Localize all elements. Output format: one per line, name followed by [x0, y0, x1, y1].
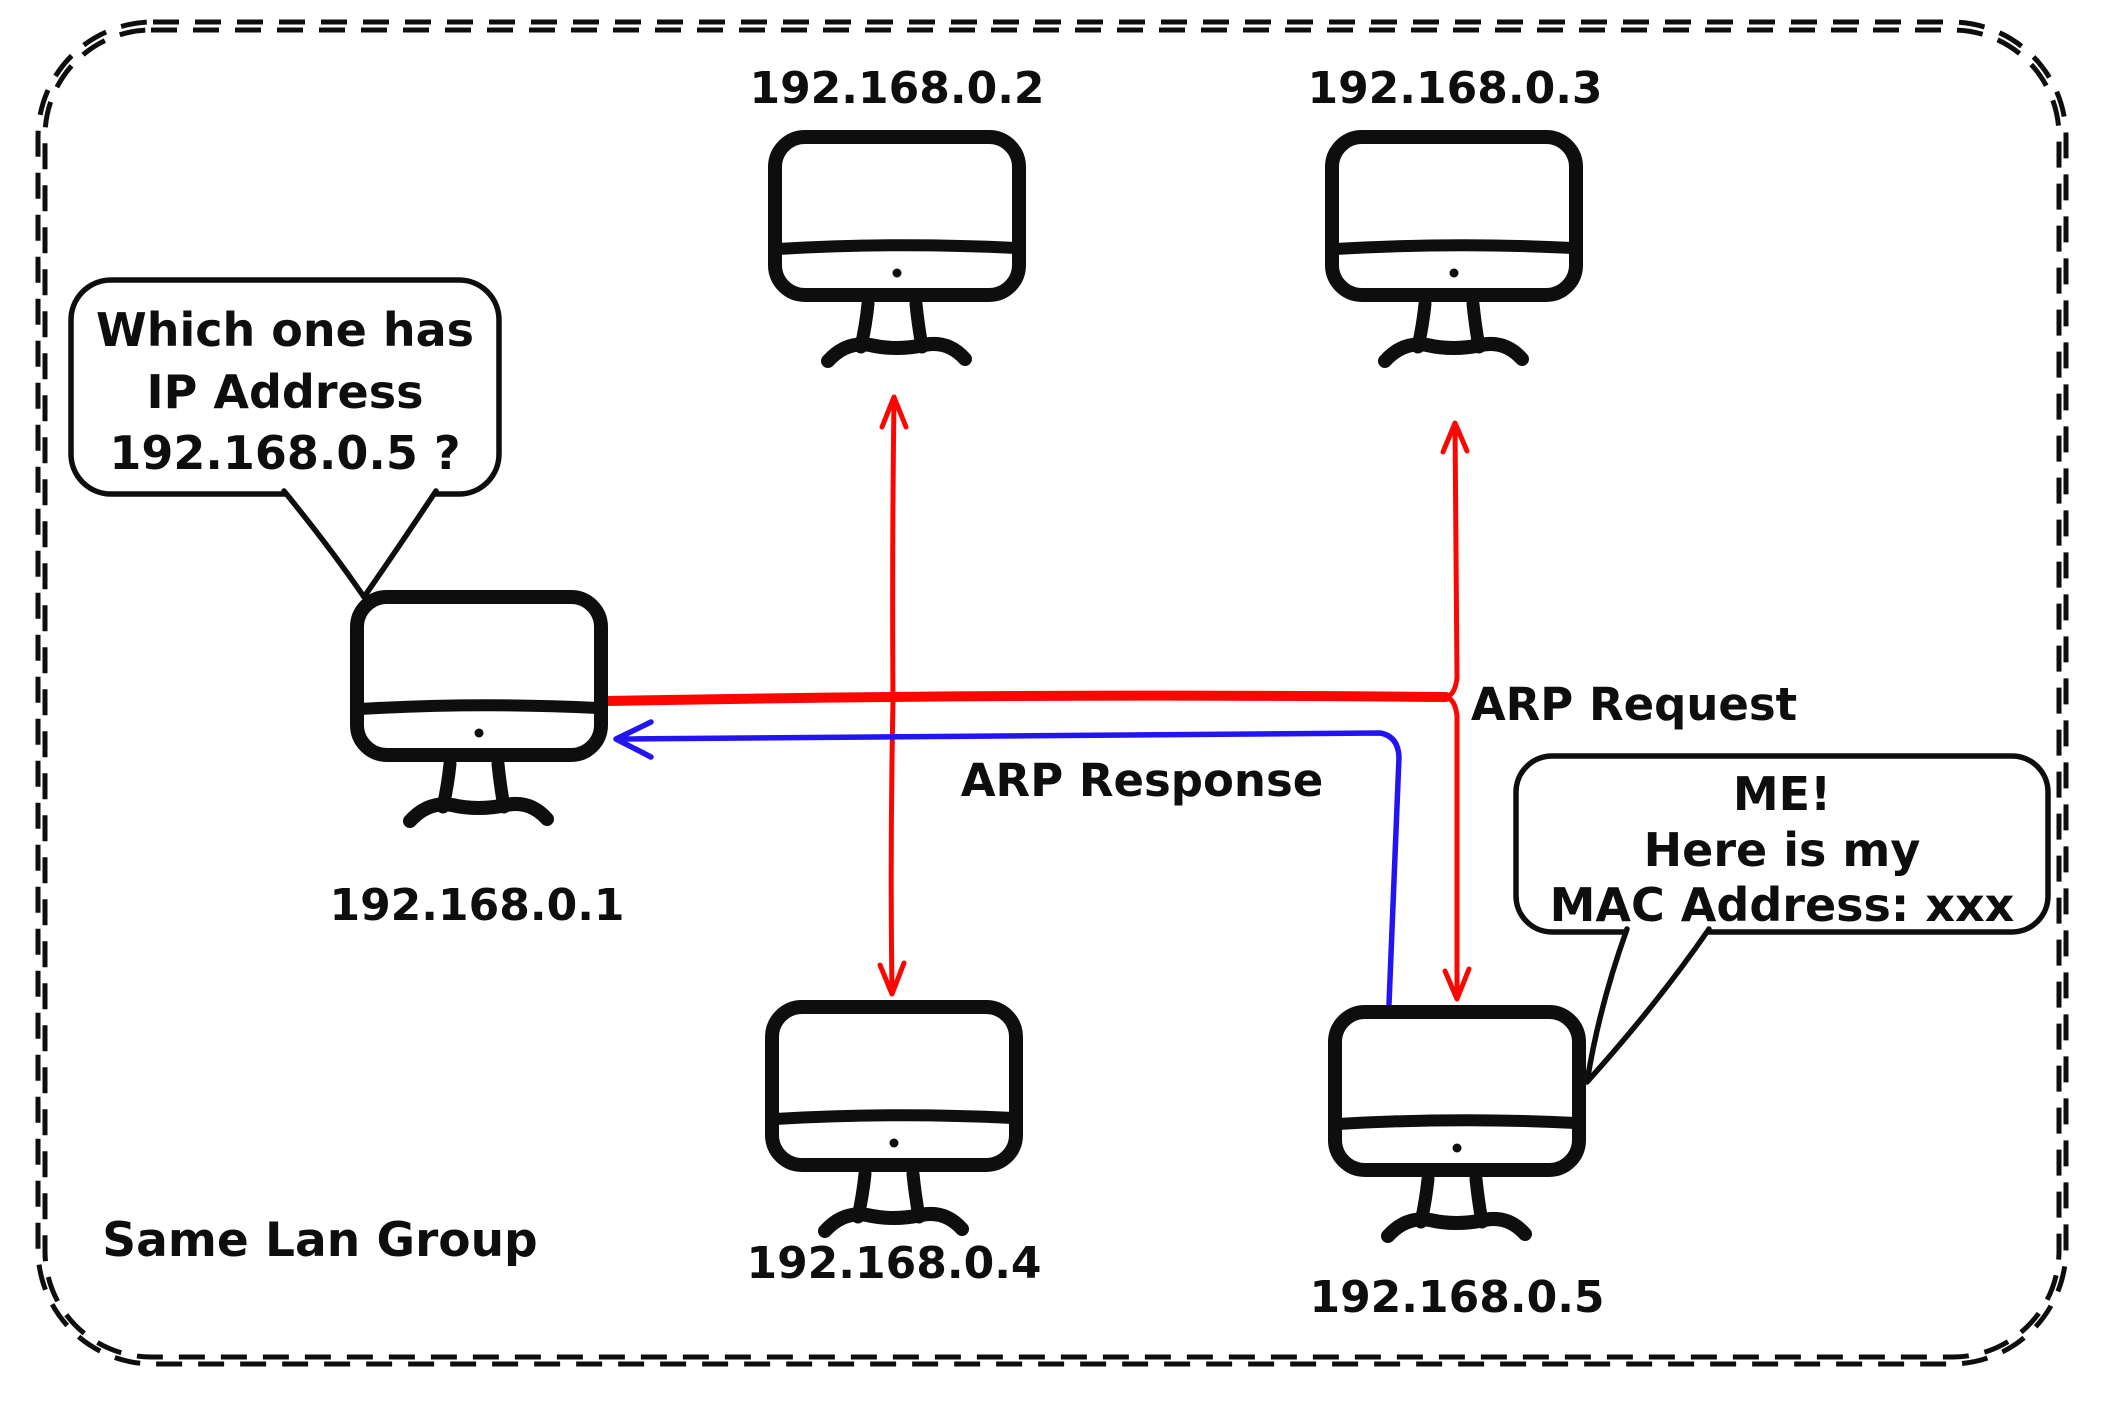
- answer-line-2: Here is my: [1644, 823, 1921, 877]
- lan-boundary: [35, 19, 2069, 1367]
- arp-response-label: ARP Response: [961, 754, 1324, 807]
- arrowhead-up-pc2: [879, 394, 909, 430]
- computer-icon: [775, 137, 1019, 361]
- computer-icon: [1335, 1012, 1579, 1236]
- answer-line-1: ME!: [1733, 767, 1831, 821]
- bubble-tail-stroke: [281, 488, 439, 600]
- ip-label-pc4: 192.168.0.4: [746, 1238, 1041, 1289]
- answer-line-3: MAC Address: xxx: [1550, 878, 2015, 932]
- bubble-tail-stroke: [1584, 926, 1712, 1085]
- arrowhead-down-pc5: [1442, 966, 1472, 1002]
- arp-response-arrow: [613, 719, 1402, 1007]
- arrowhead-left-pc1: [613, 719, 654, 760]
- question-line-2: IP Address: [147, 365, 424, 419]
- arp-request-branch-curl: [1443, 675, 1460, 719]
- arp-request-arrows: [602, 394, 1472, 1002]
- speech-bubble-question: Which one has IP Address 192.168.0.5 ?: [68, 277, 502, 600]
- arp-response-line: [617, 730, 1402, 1007]
- arp-request-line-to-pc4: [888, 698, 896, 996]
- computer-pc2: 192.168.0.2: [749, 63, 1045, 361]
- speech-bubble-answer: ME! Here is my MAC Address: xxx: [1513, 753, 2051, 1085]
- arp-request-main-line: [602, 690, 1451, 706]
- computer-pc4: 192.168.0.4: [746, 1007, 1042, 1289]
- ip-label-pc1: 192.168.0.1: [329, 880, 624, 931]
- ip-label-pc5: 192.168.0.5: [1309, 1272, 1604, 1323]
- computer-pc5: 192.168.0.5: [1309, 1012, 1605, 1323]
- computer-pc1: 192.168.0.1: [329, 597, 625, 931]
- computer-pc3: 192.168.0.3: [1307, 63, 1603, 361]
- ip-label-pc3: 192.168.0.3: [1307, 63, 1602, 114]
- arp-request-line-to-pc3: [1452, 421, 1460, 681]
- computer-icon: [357, 597, 601, 821]
- question-line-1: Which one has: [96, 303, 474, 357]
- computer-icon: [772, 1007, 1016, 1231]
- question-line-3: 192.168.0.5 ?: [109, 426, 460, 480]
- computer-icon: [1332, 137, 1576, 361]
- lan-group-caption: Same Lan Group: [102, 1213, 537, 1268]
- arp-request-label: ARP Request: [1471, 678, 1797, 731]
- ip-label-pc2: 192.168.0.2: [749, 63, 1044, 114]
- arp-request-line-to-pc2: [890, 395, 897, 704]
- bubble-tail-fill: [284, 491, 436, 597]
- arrowhead-down-pc4: [877, 960, 907, 997]
- arrowhead-up-pc3: [1440, 420, 1470, 455]
